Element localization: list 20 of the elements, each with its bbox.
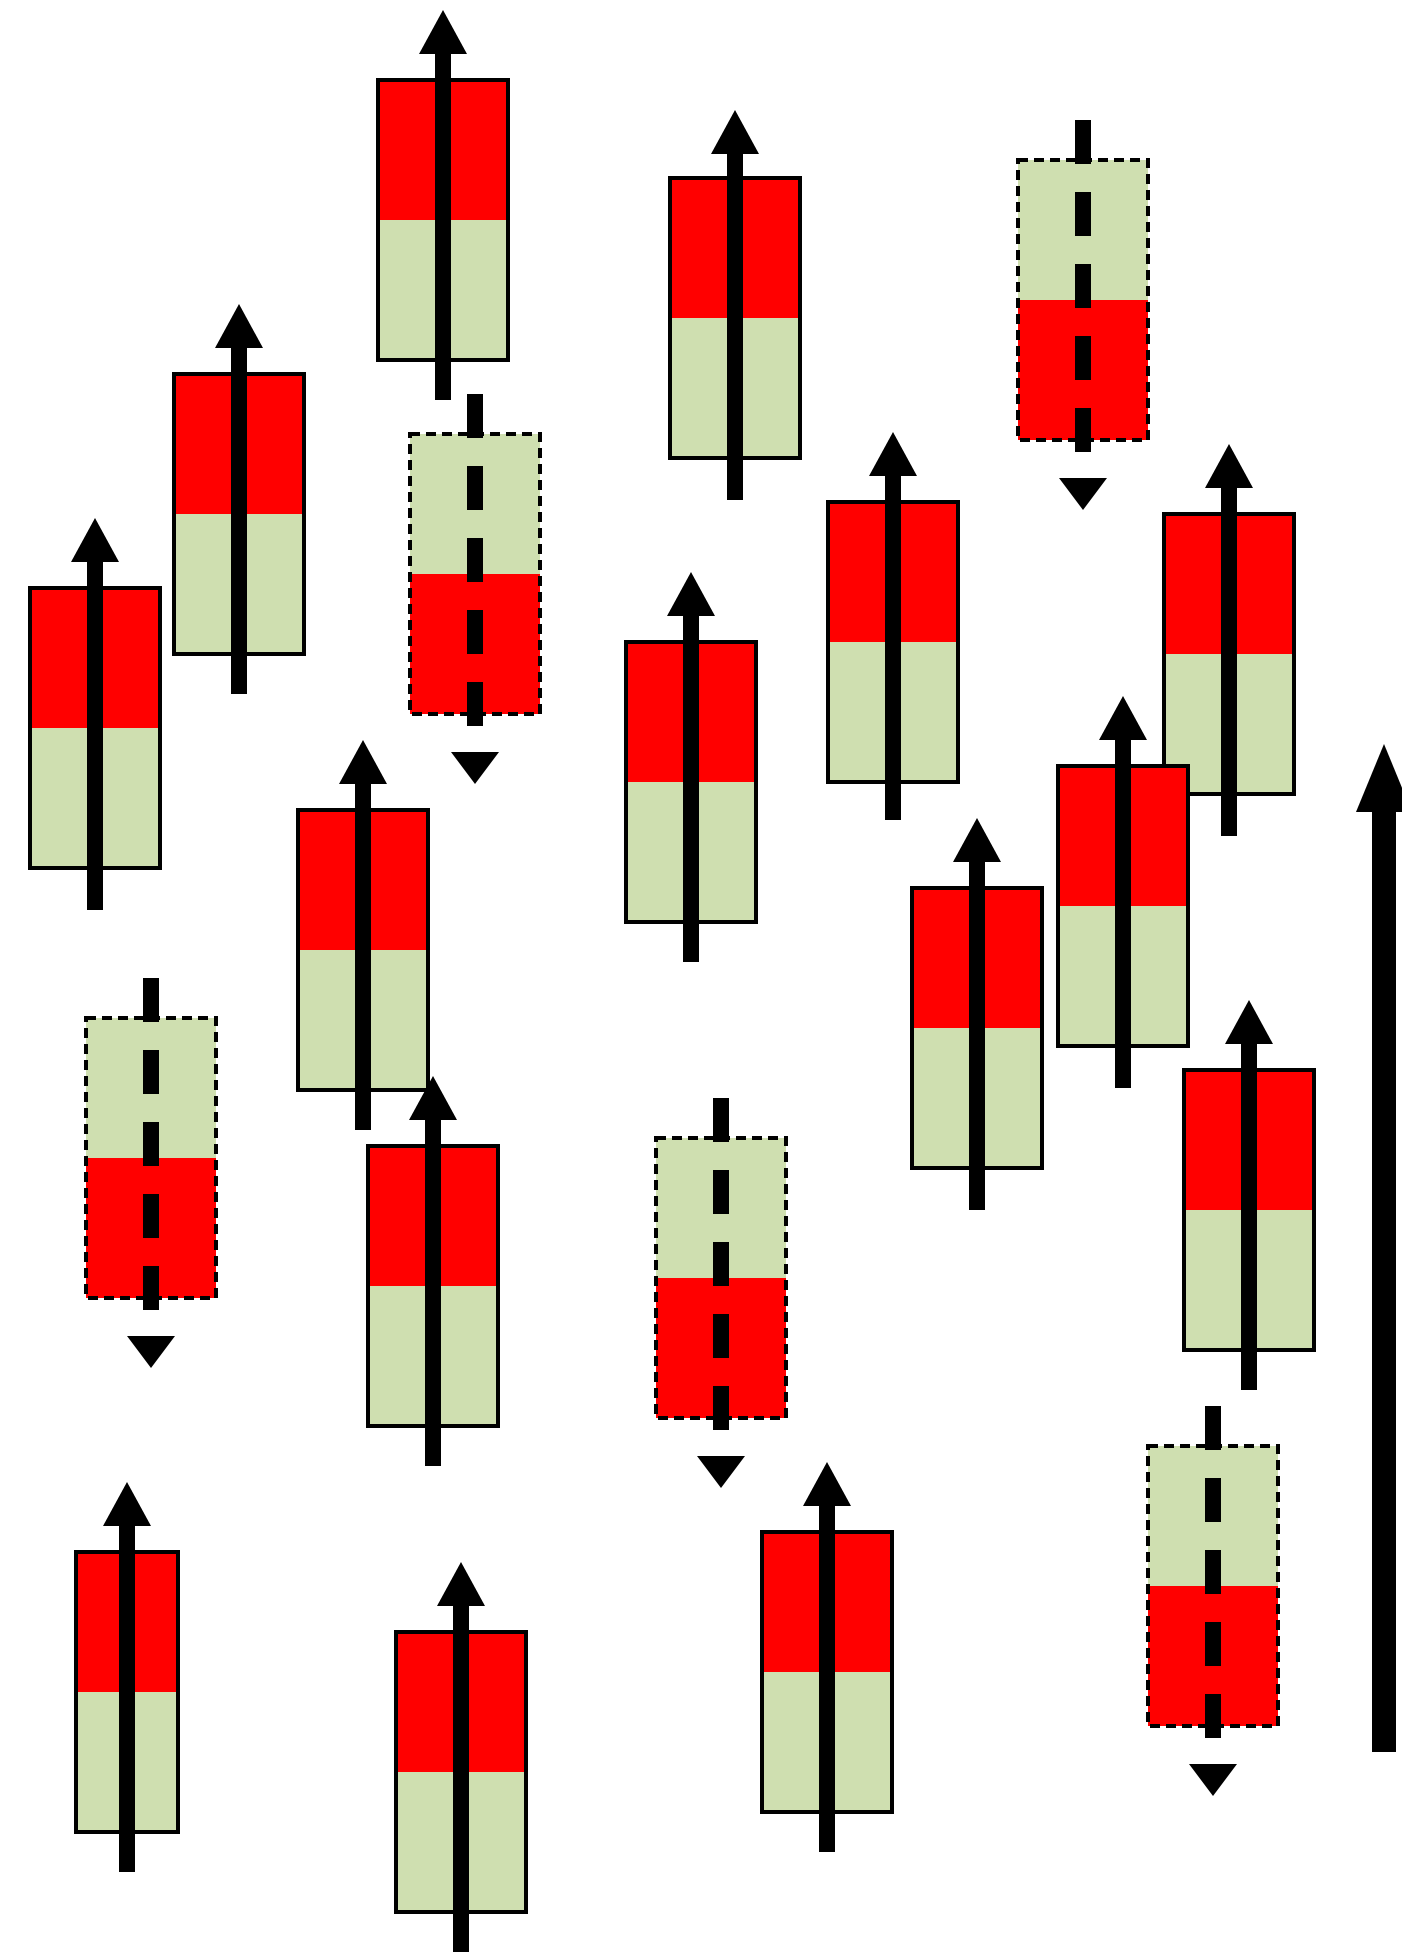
- bar-magnet-drawing: [910, 818, 1044, 1210]
- bar-magnet-drawing: [376, 10, 510, 400]
- bar-magnet-drawing: [668, 110, 802, 500]
- bar-magnet-drawing: [1056, 696, 1190, 1088]
- bar-magnet-drawing: [366, 1076, 500, 1466]
- bar-magnet-drawing: [1162, 444, 1296, 836]
- bar-magnet-drawing: [624, 572, 758, 962]
- bar-magnet-drawing: [826, 432, 960, 820]
- bar-magnet-drawing: [1146, 1406, 1280, 1796]
- bar-magnet-drawing: [84, 978, 218, 1368]
- bar-magnet-drawing: [172, 304, 306, 694]
- bar-magnet-drawing: [760, 1462, 894, 1852]
- bar-magnet-drawing: [1182, 1000, 1316, 1390]
- bar-magnet-drawing: [28, 518, 162, 910]
- bar-magnet-drawing: [1016, 120, 1150, 510]
- bar-magnet-drawing: [296, 740, 430, 1130]
- bar-magnet-drawing: [394, 1562, 528, 1952]
- bar-magnet-drawing: [654, 1098, 788, 1488]
- bar-magnet-drawing: [408, 394, 542, 784]
- bar-magnet-drawing: [74, 1482, 180, 1872]
